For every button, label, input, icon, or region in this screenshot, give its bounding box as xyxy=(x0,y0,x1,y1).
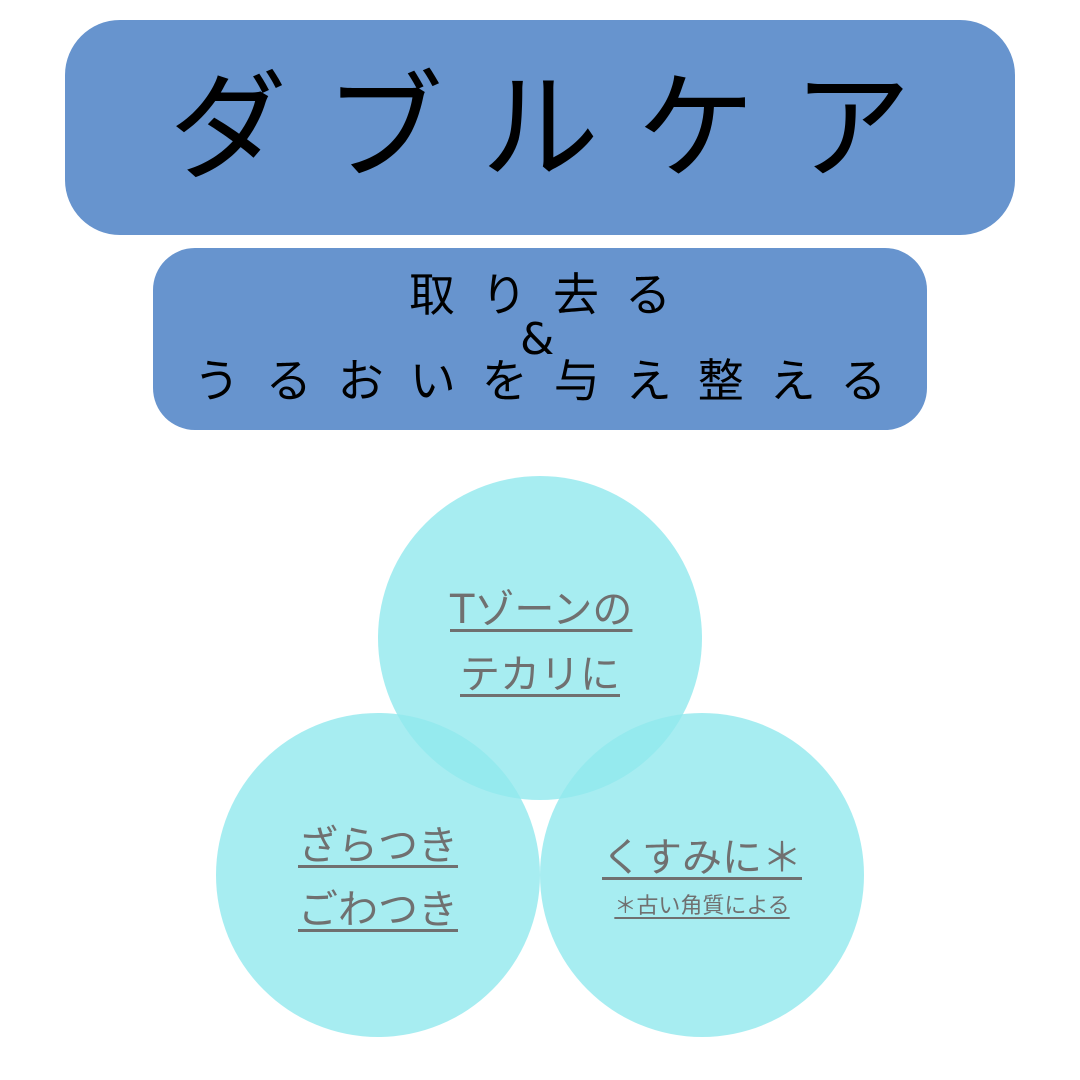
page-title: ダブルケア xyxy=(168,58,949,197)
subtitle-banner xyxy=(153,248,927,430)
subtitle-ampersand: & xyxy=(520,314,555,365)
circle-dullness xyxy=(540,713,864,1037)
subtitle-line-1: 取り去る xyxy=(409,268,697,322)
roughness-line-2: ごわつき xyxy=(298,887,458,933)
title-banner: ダブルケア xyxy=(65,20,1015,235)
t-zone-line-1: Tゾーンの xyxy=(450,587,633,633)
roughness-line-1: ざらつき xyxy=(298,823,458,869)
circle-roughness xyxy=(216,713,540,1037)
subtitle-line-2: うるおいを与え整える xyxy=(193,354,913,408)
dullness-footnote: ＊古い角質による xyxy=(614,894,790,919)
t-zone-line-2: テカリに xyxy=(460,652,620,698)
dullness-label: くすみに＊ xyxy=(602,835,802,881)
